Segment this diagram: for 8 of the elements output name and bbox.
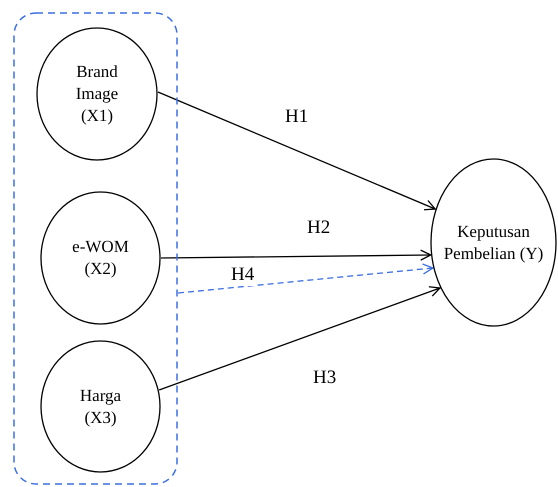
variable-label: Brand Image (X1) — [74, 60, 120, 128]
variable-label: e-WOM (X2) — [71, 236, 130, 280]
variable-label: Keputusan Pembelian (Y) — [444, 220, 544, 264]
arrow — [158, 286, 441, 391]
arrow — [158, 91, 436, 210]
arrow — [161, 249, 432, 261]
arrow — [178, 263, 434, 294]
variable-label: Harga (X3) — [78, 384, 122, 428]
